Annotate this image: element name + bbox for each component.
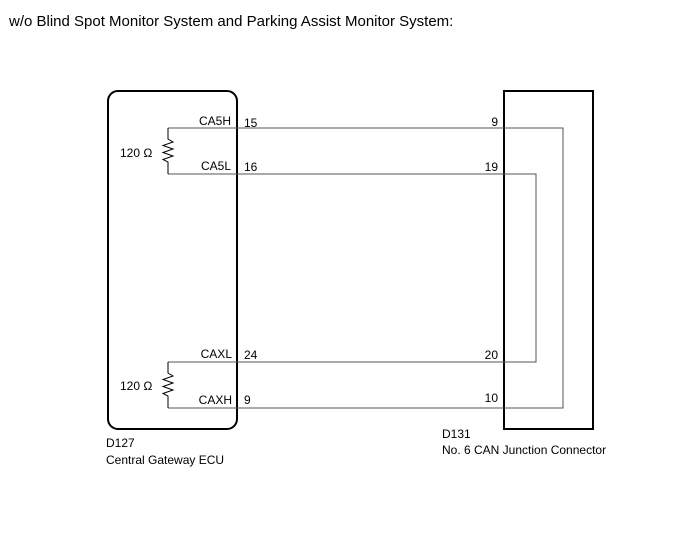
- ecu-pin-ca5h: 15: [244, 116, 258, 130]
- wire-can-low: [168, 173, 537, 363]
- junction-name: No. 6 CAN Junction Connector: [442, 443, 606, 457]
- resistor-top-label: 120 Ω: [120, 146, 152, 160]
- ecu-pin-caxl: 24: [244, 348, 258, 362]
- signal-ca5l: CA5L: [201, 159, 231, 173]
- resistor-bottom-label: 120 Ω: [120, 379, 152, 393]
- ecu-pin-ca5l: 16: [244, 160, 258, 174]
- junction-pin-9: 9: [491, 115, 498, 129]
- ecu-connector-code: D127: [106, 436, 135, 450]
- signal-ca5h: CA5H: [199, 114, 231, 128]
- junction-connector-code: D131: [442, 427, 471, 441]
- ecu-name: Central Gateway ECU: [106, 453, 224, 467]
- signal-caxh: CAXH: [199, 393, 232, 407]
- wire-can-high: [168, 127, 564, 409]
- junction-connector-box: [503, 90, 594, 430]
- signal-caxl: CAXL: [201, 347, 233, 361]
- resistor-bottom: [161, 362, 175, 408]
- diagram-heading: w/o Blind Spot Monitor System and Parkin…: [8, 13, 453, 30]
- junction-pin-10: 10: [485, 391, 499, 405]
- ecu-pin-caxh: 9: [244, 393, 251, 407]
- junction-pin-20: 20: [485, 348, 499, 362]
- junction-pin-19: 19: [485, 160, 499, 174]
- resistor-top: [161, 128, 175, 174]
- ecu-box: [107, 90, 238, 430]
